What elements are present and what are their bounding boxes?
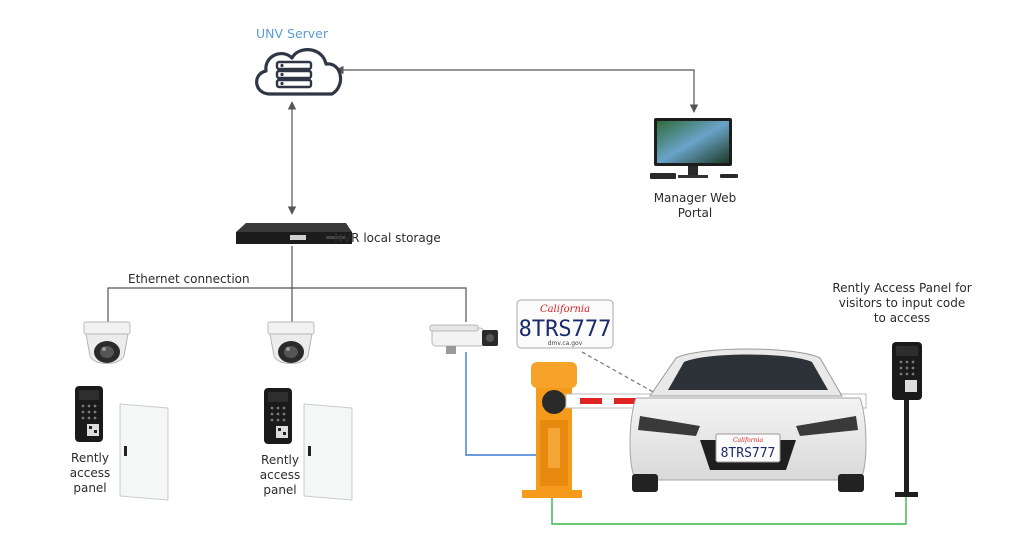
door-icon: [119, 403, 169, 501]
nvr-label: NVR local storage: [334, 231, 441, 245]
blue-wire: [465, 352, 552, 456]
license-plate-icon: California 8TRS777 dmv.ca.gov: [516, 299, 614, 349]
desktop-computer-icon: [650, 118, 738, 179]
keypad-panel-icon: [264, 388, 292, 444]
plate-site: dmv.ca.gov: [548, 340, 583, 347]
access-panel-label: Rently Access Panel for visitors to inpu…: [832, 281, 972, 325]
plate-dash-line: [581, 351, 656, 394]
plate-number: 8TRS777: [519, 317, 612, 342]
connectors: [107, 65, 699, 394]
bullet-camera-icon: [429, 324, 498, 354]
dome-camera-icon: [83, 321, 131, 364]
car-icon: California 8TRS777: [629, 348, 867, 492]
keypad-panel-icon: [75, 386, 103, 442]
rently-panel-label: Rently access panel: [69, 451, 111, 495]
door-icon: [303, 403, 353, 501]
access-panel-post-icon: [892, 342, 922, 497]
server-portal-link: [335, 65, 699, 113]
car-plate-state: California: [733, 437, 763, 444]
dome-camera-icon: [267, 321, 315, 364]
cloud-server-icon: [255, 48, 343, 96]
nvr-recorder-icon: [236, 223, 352, 244]
rently-panel-label: Rently access panel: [259, 453, 301, 497]
manager-portal-label: Manager Web Portal: [653, 191, 737, 220]
ethernet-label: Ethernet connection: [128, 272, 250, 286]
plate-state: California: [540, 304, 590, 315]
ethernet-bus: [107, 287, 467, 322]
car-plate-number: 8TRS777: [721, 446, 776, 461]
server-label: UNV Server: [255, 26, 328, 41]
